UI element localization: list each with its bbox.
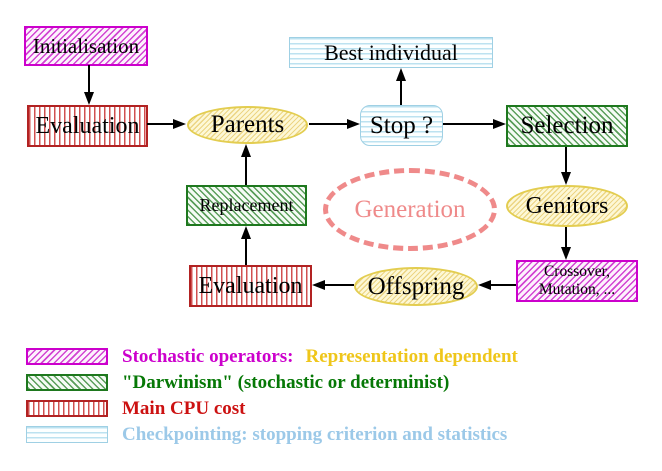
legend-swatch-cpu-cost	[26, 400, 108, 417]
node-crossover-mutation: Crossover, Mutation, ...	[516, 260, 638, 302]
node-evaluation-bottom: Evaluation	[189, 265, 312, 307]
edge-selection-genitors	[565, 147, 567, 174]
edge-stop-selection	[443, 123, 495, 125]
edge-evaluation-replacement	[245, 238, 247, 265]
crossover-label-line1: Crossover,	[543, 263, 611, 281]
legend-item-stochastic: Stochastic operators: Representation depe…	[122, 346, 518, 368]
arrowhead-down-icon	[84, 92, 94, 105]
arrowhead-down-icon	[561, 247, 571, 260]
legend-swatch-darwinism	[26, 374, 108, 391]
edge-genitors-crossover	[565, 227, 567, 249]
arrowhead-left-icon	[312, 280, 325, 290]
edge-initialisation-evaluation	[88, 65, 90, 95]
crossover-label-line2: Mutation, ...	[538, 281, 616, 298]
node-evaluation-top: Evaluation	[27, 105, 148, 147]
node-offspring: Offspring	[354, 267, 478, 306]
arrowhead-left-icon	[478, 280, 491, 290]
node-genitors: Genitors	[506, 185, 628, 227]
legend-label-representation-dependent: Representation dependent	[305, 346, 518, 367]
edge-parents-stop	[309, 123, 349, 125]
node-parents: Parents	[187, 106, 308, 144]
edge-evaluation-parents	[147, 123, 174, 125]
legend-item-checkpointing: Checkpointing: stopping criterion and st…	[122, 424, 508, 445]
arrowhead-down-icon	[561, 172, 571, 185]
edge-offspring-evaluation	[324, 284, 354, 286]
node-stop: Stop ?	[360, 105, 443, 146]
node-best-individual: Best individual	[289, 37, 493, 68]
edge-crossover-offspring	[490, 284, 516, 286]
legend-swatch-checkpointing	[26, 426, 108, 443]
node-initialisation: Initialisation	[24, 26, 148, 66]
edge-replacement-parents	[245, 156, 247, 185]
legend-label-stochastic-operators: Stochastic operators:	[122, 346, 294, 367]
legend-swatch-stochastic-operators	[26, 348, 108, 365]
edge-stop-best-individual	[400, 79, 402, 105]
arrowhead-up-icon	[396, 68, 406, 81]
arrowhead-right-icon	[493, 119, 506, 129]
node-generation: Generation	[323, 168, 497, 251]
node-replacement: Replacement	[186, 185, 307, 226]
arrowhead-up-icon	[241, 226, 251, 239]
legend-item-cpu-cost: Main CPU cost	[122, 398, 246, 419]
arrowhead-right-icon	[173, 119, 186, 129]
legend-item-darwinism: "Darwinism" (stochastic or determinist)	[122, 372, 450, 393]
node-selection: Selection	[506, 105, 628, 147]
arrowhead-up-icon	[241, 144, 251, 157]
arrowhead-right-icon	[347, 119, 360, 129]
